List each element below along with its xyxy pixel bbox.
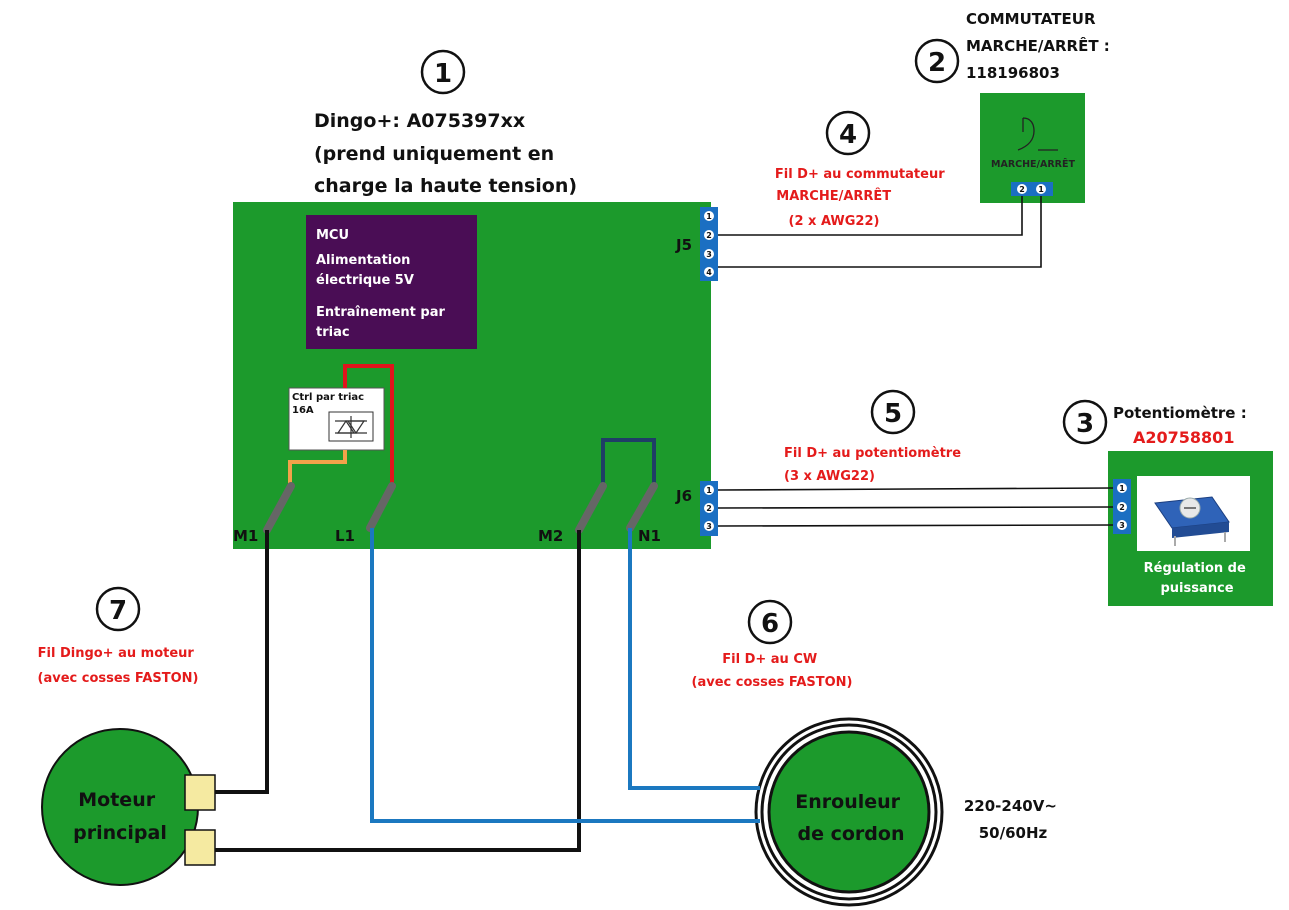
pot-wire-pin3 [717,524,1114,527]
svg-text:3: 3 [706,250,712,259]
wire-label-switch: Fil D+ au commutateur MARCHE/ARRÊT (2 x … [775,167,949,229]
motor-terminal-top [184,774,216,811]
svg-text:3: 3 [1076,409,1094,439]
svg-text:3: 3 [706,522,712,531]
svg-text:5: 5 [884,399,902,429]
svg-text:2: 2 [706,231,712,240]
wire-label-reel: Fil D+ au CW (avec cosses FASTON) [692,652,853,690]
switch-wire-pin1 [718,196,1042,268]
j5-pins: 1 2 3 4 [704,211,714,277]
svg-text:1: 1 [1119,484,1125,493]
callout-6: 6 [747,599,793,645]
j5-label: J5 [675,236,692,254]
callout-2: 2 [914,38,960,84]
m2-terminal-blade [575,482,607,534]
svg-text:1: 1 [706,212,712,221]
supply-voltage-label: 220-240V~ 50/60Hz [964,797,1062,842]
m1-black-wire [215,530,269,794]
switch-pins: 2 1 [1017,184,1046,194]
svg-text:4: 4 [839,120,857,150]
switch-label: MARCHE/ARRÊT [991,158,1075,170]
switch-wire-pin2 [718,196,1023,236]
svg-text:2: 2 [1119,503,1125,512]
terminal-m1-label: M1 [233,527,258,545]
svg-text:6: 6 [761,609,779,639]
terminal-l1-label: L1 [335,527,355,545]
motor-label: Moteur principal [73,789,167,844]
svg-text:1: 1 [1038,185,1044,194]
motor-terminal-bottom [184,829,216,866]
navy-internal-wire [601,438,656,486]
pot-title: Potentiomètre : [1113,404,1247,422]
pot-wire-pin1 [717,487,1114,491]
potentiometer-image-icon [1137,476,1250,551]
switch-title: COMMUTATEUR MARCHE/ARRÊT : 118196803 [966,10,1115,82]
j6-pins: 1 2 3 [704,485,714,531]
pot-wire-pin2 [717,506,1114,509]
svg-text:1: 1 [434,59,452,89]
callout-3: 3 [1062,399,1108,445]
dingo-title: Dingo+: A075397xx (prend uniquement en c… [314,110,577,197]
cord-reel-label: Enrouleur de cordon [795,791,906,845]
pot-pins: 1 2 3 [1117,483,1127,530]
svg-text:2: 2 [1019,185,1025,194]
switch-symbol-icon [1017,117,1058,151]
svg-text:2: 2 [706,504,712,513]
l1-terminal-blade [366,482,396,532]
svg-text:1: 1 [706,486,712,495]
svg-text:2: 2 [928,48,946,78]
mcu-block [306,215,477,349]
triac-label: Ctrl par triac 16A [292,392,368,416]
svg-text:3: 3 [1119,521,1125,530]
terminal-n1-label: N1 [638,527,661,545]
wire-label-pot: Fil D+ au potentiomètre (3 x AWG22) [784,446,966,484]
pot-part-number: A20758801 [1133,428,1234,447]
m1-terminal-blade [263,482,295,534]
orange-internal-wire [288,450,347,486]
pot-label: Régulation de puissance [1144,561,1251,596]
mcu-label: MCU Alimentation électrique 5V Entraînem… [316,228,449,340]
n1-blue-wire [628,528,760,790]
terminal-m2-label: M2 [538,527,563,545]
triac-symbol-icon [328,411,374,442]
callout-1: 1 [420,49,466,95]
j5-connector [700,207,718,281]
svg-text:4: 4 [706,268,712,277]
callout-7: 7 [95,586,141,632]
j6-label: J6 [675,487,692,505]
callout-5: 5 [870,389,916,435]
callout-4: 4 [825,110,871,156]
wire-label-motor: Fil Dingo+ au moteur (avec cosses FASTON… [38,646,199,686]
l1-blue-wire [370,528,760,823]
cord-reel-body [767,730,931,894]
n1-terminal-blade [626,482,658,532]
red-internal-wire [343,364,394,485]
svg-text:7: 7 [109,596,127,626]
m2-black-wire [215,530,581,852]
